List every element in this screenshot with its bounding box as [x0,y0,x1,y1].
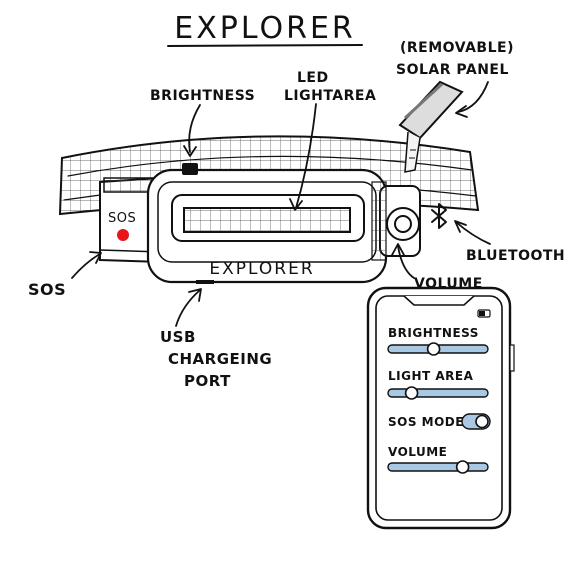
solar-label-line2: SOLAR PANEL [396,62,509,78]
app-brightness-label: BRIGHTNESS [388,326,479,340]
brightness-button[interactable] [182,163,198,175]
brightness-label: BRIGHTNESS [150,88,255,104]
phone-side-button [509,344,515,372]
led-label-line2: LIGHTAREA [284,88,376,104]
annotation-arrows [71,81,491,327]
app-light-area-label: LIGHT AREA [388,369,474,383]
bluetooth-label: BLUETOOTH [466,248,565,264]
phone-notch [403,295,475,306]
usb-label-line2: CHARGEING [168,350,272,368]
sos-button-text: SOS [108,211,136,226]
volume-knob[interactable] [386,207,420,241]
volume-slider[interactable] [387,460,489,474]
app-sos-mode-label: SOS MODE [388,415,464,429]
title-underline [167,44,363,47]
solar-label-line1: (REMOVABLE) [400,40,514,56]
solar-panel [398,80,464,173]
sos-button-housing [99,176,164,264]
usb-label-line3: PORT [184,372,231,390]
diagram-title: EXPLORER [174,11,356,46]
brightness-slider[interactable] [387,342,489,356]
usb-charging-port [196,280,214,284]
app-volume-label: VOLUME [388,445,447,459]
device-brand-text: EXPLORER [209,259,314,279]
light-area-slider[interactable] [387,386,489,400]
sos-mode-toggle[interactable] [461,413,491,430]
led-light-area [183,207,351,233]
usb-label-line1: USB [160,328,196,346]
sos-label: SOS [28,280,66,299]
bluetooth-icon [431,203,447,229]
sos-button-dot[interactable] [117,229,129,241]
phone-app: BRIGHTNESS LIGHT AREA SOS MODE VOLUME [366,286,515,530]
led-label-line1: LED [297,70,329,86]
